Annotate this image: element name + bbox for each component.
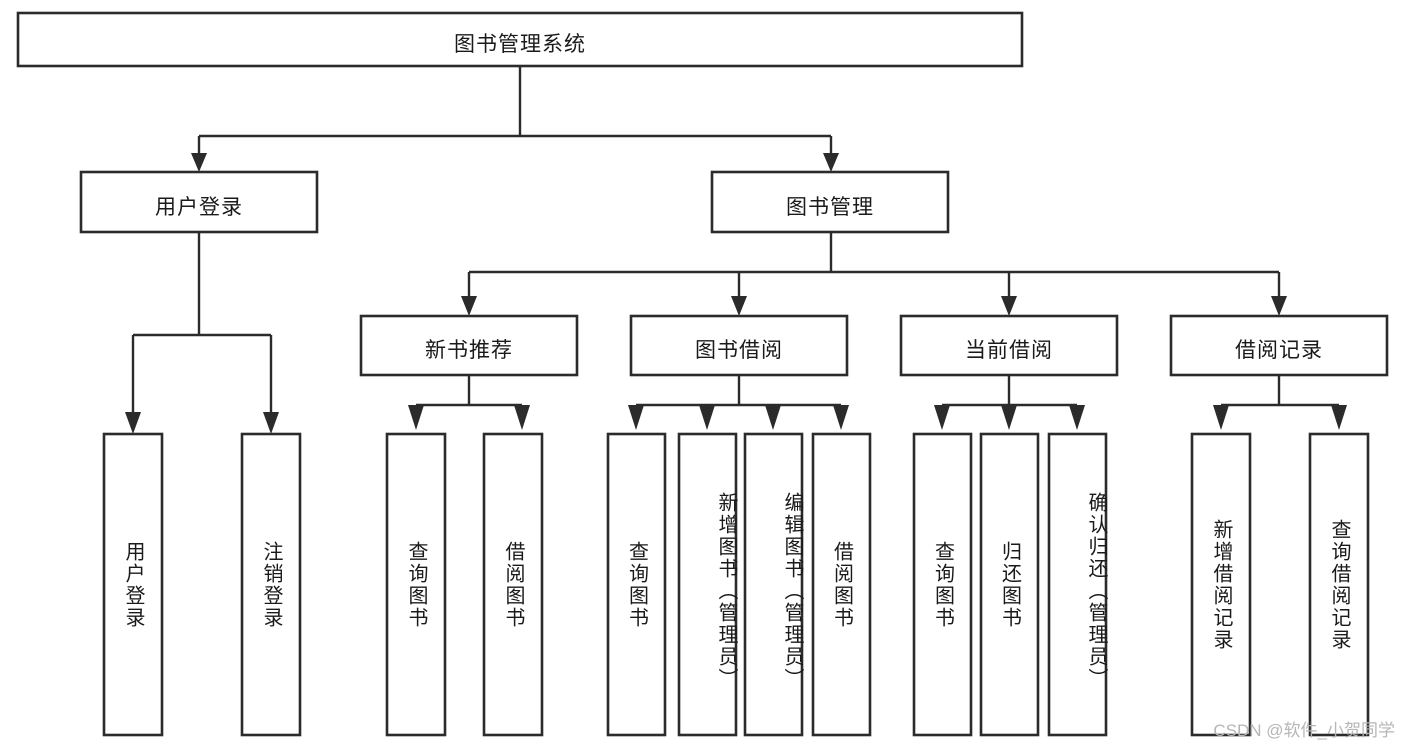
- leaf-borrow-record-1[interactable]: [1190, 432, 1252, 737]
- leaf-user-login-1[interactable]: [102, 432, 164, 737]
- leaf-new-book-2[interactable]: [482, 432, 544, 737]
- leaf-user-login-2[interactable]: [240, 432, 302, 737]
- arrow-to-new-book: [461, 296, 477, 316]
- node-borrow-record[interactable]: [1169, 314, 1389, 377]
- arrow-to-book-borrow: [731, 296, 747, 316]
- arrow-user-login-leaf2: [263, 412, 279, 434]
- arrow-to-book-mgmt: [823, 153, 839, 172]
- arrow-current-borrow-leaf1: [934, 405, 950, 430]
- leaf-book-borrow-3[interactable]: [743, 432, 804, 737]
- arrow-to-user-login: [191, 153, 207, 172]
- arrow-book-borrow-leaf4: [833, 405, 849, 430]
- arrow-borrow-record-leaf1: [1213, 405, 1229, 430]
- node-user-login[interactable]: [79, 170, 319, 234]
- leaf-current-borrow-1[interactable]: [912, 432, 973, 737]
- node-book-borrow[interactable]: [629, 314, 849, 377]
- leaf-current-borrow-3[interactable]: [1047, 432, 1108, 737]
- arrow-user-login-leaf1: [125, 412, 141, 434]
- leaf-book-borrow-1[interactable]: [606, 432, 667, 737]
- arrow-book-borrow-leaf1: [628, 405, 644, 430]
- arrow-new-book-leaf2: [514, 405, 530, 430]
- leaf-new-book-1[interactable]: [385, 432, 447, 737]
- arrow-current-borrow-leaf3: [1069, 405, 1085, 430]
- arrow-current-borrow-leaf2: [1001, 405, 1017, 430]
- arrow-to-borrow-record: [1271, 296, 1287, 316]
- leaf-borrow-record-2[interactable]: [1308, 432, 1370, 737]
- leaf-book-borrow-2[interactable]: [677, 432, 738, 737]
- node-new-book-recommend[interactable]: [359, 314, 579, 377]
- node-root[interactable]: [16, 11, 1024, 68]
- node-current-borrow[interactable]: [899, 314, 1119, 377]
- arrow-book-borrow-leaf2: [699, 405, 715, 430]
- leaf-book-borrow-4[interactable]: [811, 432, 872, 737]
- arrow-book-borrow-leaf3: [765, 405, 781, 430]
- leaf-current-borrow-2[interactable]: [979, 432, 1040, 737]
- arrow-to-current-borrow: [1001, 296, 1017, 316]
- arrow-new-book-leaf1: [408, 405, 424, 430]
- arrow-borrow-record-leaf2: [1331, 405, 1347, 430]
- node-book-management[interactable]: [710, 170, 950, 234]
